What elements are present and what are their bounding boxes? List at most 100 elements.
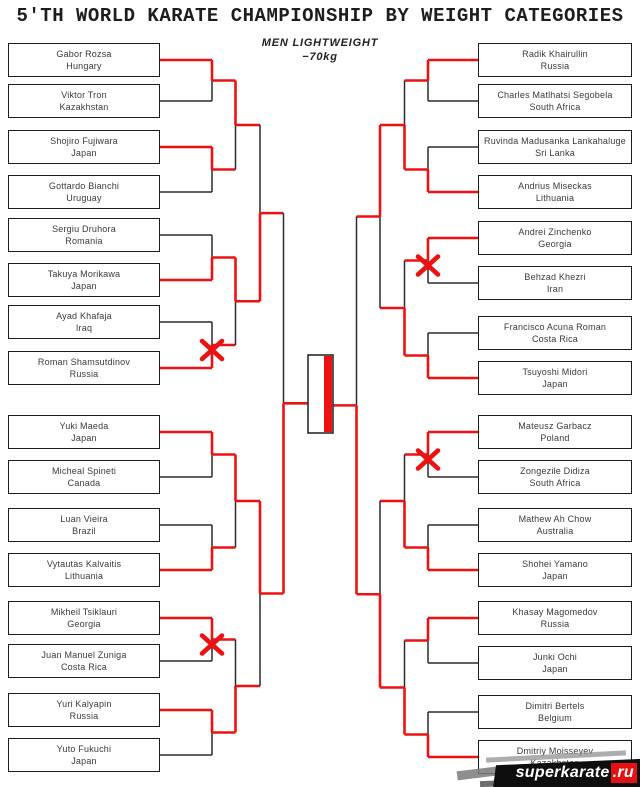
player-country: Georgia <box>538 239 572 249</box>
watermark: superkarate.ru <box>456 747 640 787</box>
player-country: Belgium <box>538 713 572 723</box>
player-country: Japan <box>71 281 97 291</box>
player-country: Poland <box>540 433 570 443</box>
page-title: 5'TH WORLD KARATE CHAMPIONSHIP BY WEIGHT… <box>16 5 624 27</box>
player-name: Gottardo Bianchi <box>48 181 120 191</box>
player-name: Junki Ochi <box>532 652 578 662</box>
x-mark-icon <box>199 338 225 362</box>
player-country: Uruguay <box>66 193 102 203</box>
player-name: Gabor Rozsa <box>56 49 112 59</box>
player-name: Ayad Khafaja <box>56 311 112 321</box>
player-name: Khasay Magomedov <box>512 607 598 617</box>
player-country: Russia <box>69 711 99 721</box>
player-country: Iran <box>546 284 564 294</box>
player-country: Hungary <box>66 61 102 71</box>
player-name: Charles Matlhatsi Segobela <box>497 90 613 100</box>
player-name: Sergiu Druhora <box>52 224 116 234</box>
player-country: South Africa <box>529 478 581 488</box>
player-name: Yuto Fukuchi <box>56 744 112 754</box>
x-mark-icon <box>415 254 441 277</box>
player-country: Russia <box>69 369 99 379</box>
player-country: Japan <box>542 664 568 674</box>
watermark-domain-suffix: .ru <box>610 763 637 783</box>
watermark-brand: superkarate <box>515 764 610 781</box>
player-country: South Africa <box>529 102 581 112</box>
player-country: Russia <box>540 619 570 629</box>
player-country: Costa Rica <box>531 334 578 344</box>
player-name: Shojiro Fujiwara <box>50 136 118 146</box>
player-country: Romania <box>65 236 103 246</box>
player-country: Lithuania <box>535 193 575 203</box>
player-name: Roman Shamsutdinov <box>37 357 131 367</box>
player-country: Iraq <box>75 323 93 333</box>
player-name: Yuki Maeda <box>59 421 109 431</box>
player-name: Dmitriy Moisseyev <box>516 746 594 756</box>
player-name: Mathew Ah Chow <box>518 514 592 524</box>
player-country: Japan <box>542 571 568 581</box>
player-country: Sri Lanka <box>535 148 575 158</box>
champion-side-marker <box>324 356 332 432</box>
player-country: Georgia <box>67 619 101 629</box>
player-country: Lithuania <box>64 571 104 581</box>
player-name: Behzad Khezri <box>524 272 586 282</box>
player-country: Japan <box>71 756 97 766</box>
player-name: Luan Vieira <box>60 514 108 524</box>
player-name: Radik Khairullin <box>522 49 588 59</box>
player-country: Costa Rica <box>60 662 107 672</box>
player-name: Tsuyoshi Midori <box>522 367 588 377</box>
player-name: Zongezile Didiza <box>520 466 590 476</box>
player-name: Micheal Spineti <box>51 466 117 476</box>
player-country: Russia <box>540 61 570 71</box>
player-name: Juan Manuel Zuniga <box>41 650 127 660</box>
player-name: Andrei Zinchenko <box>518 227 592 237</box>
player-name: Shohei Yamano <box>522 559 588 569</box>
player-country: Brazil <box>72 526 96 536</box>
player-name: Takuya Morikawa <box>47 269 121 279</box>
player-name: Andrius Miseckas <box>518 181 592 191</box>
player-name: Viktor Tron <box>61 90 107 100</box>
weight-label: −70kg <box>302 51 338 63</box>
category-label: MEN LIGHTWEIGHT <box>261 37 379 49</box>
player-name: Francisco Acuna Roman <box>503 322 607 332</box>
player-name: Dimitri Bertels <box>525 701 585 711</box>
player-country: Japan <box>542 379 568 389</box>
player-country: Japan <box>71 433 97 443</box>
watermark-text: superkarate.ru <box>515 763 637 783</box>
player-name: Ruvinda Madusanka Lankahaluge <box>484 136 626 146</box>
player-country: Kazakhstan <box>59 102 109 112</box>
player-name: Yuri Kalyapin <box>56 699 112 709</box>
player-name: Mateusz Garbacz <box>518 421 592 431</box>
x-mark-icon <box>415 448 441 471</box>
